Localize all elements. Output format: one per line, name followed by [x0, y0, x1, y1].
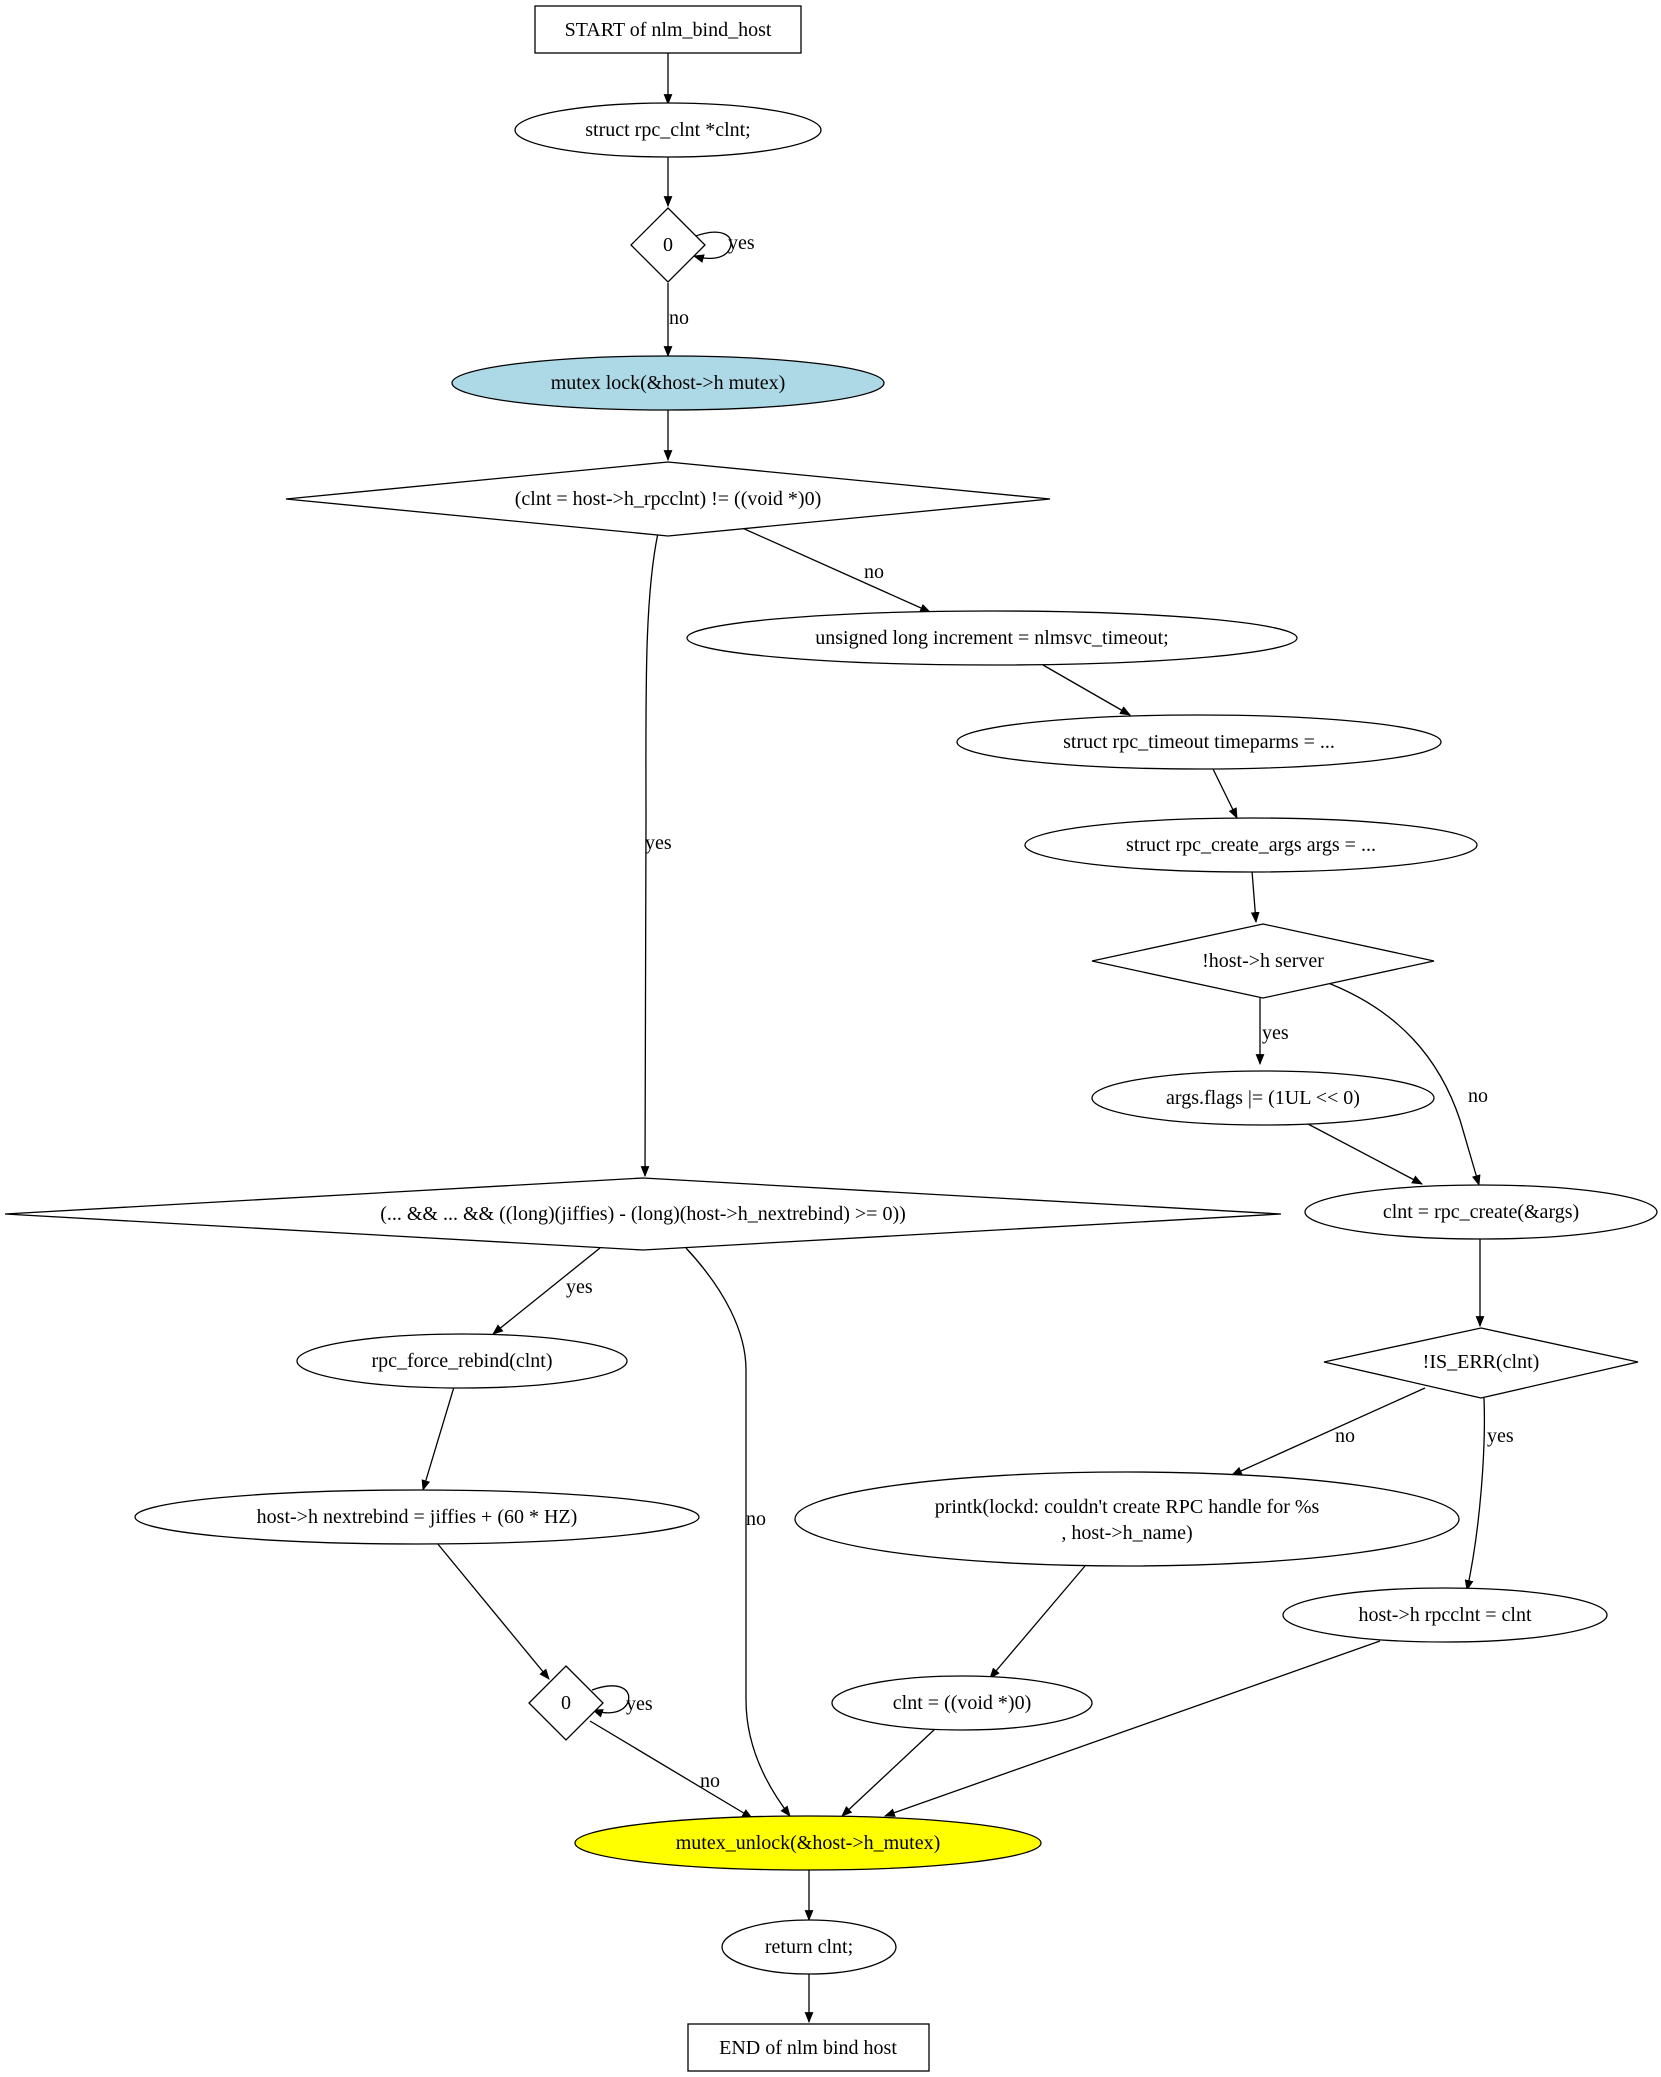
- end-node-label: END of nlm bind host: [719, 2037, 897, 2059]
- edge-rpcclnt-no: [739, 526, 932, 613]
- edge-force-to-nextrebind: [421, 1386, 455, 1492]
- cond-is-err-node: !IS_ERR(clnt): [1323, 1327, 1639, 1399]
- edge-timeparms-to-create-args: [1212, 768, 1238, 819]
- label-rebind-yes: yes: [566, 1276, 593, 1298]
- label-is-err-yes: yes: [1487, 1425, 1514, 1447]
- cond-zero-bottom-node: 0: [528, 1665, 604, 1741]
- edge-zero-bottom-to-unlock: [589, 1720, 753, 1819]
- create-args-node: struct rpc_create_args args = ...: [1024, 817, 1478, 873]
- printk-label-line2: , host->h_name): [1061, 1522, 1192, 1544]
- edge-zero-top-self-loop: [692, 231, 732, 263]
- label-server-no: no: [1468, 1085, 1488, 1107]
- mutex-unlock-label: mutex_unlock(&host->h_mutex): [676, 1832, 941, 1854]
- cond-zero-top-label: 0: [663, 234, 673, 256]
- label-zero-top-yes: yes: [728, 232, 755, 254]
- nextrebind-node: host->h nextrebind = jiffies + (60 * HZ): [134, 1489, 700, 1545]
- edge-nextrebind-to-zero-bottom: [436, 1542, 550, 1680]
- label-rpcclnt-yes: yes: [645, 832, 672, 854]
- edge-labels: yes no no yes yes no no yes yes no yes n…: [566, 232, 1514, 1792]
- timeparms-node: struct rpc_timeout timeparms = ...: [956, 714, 1442, 770]
- end-node: END of nlm bind host: [687, 2023, 930, 2072]
- force-rebind-node: rpc_force_rebind(clnt): [296, 1333, 628, 1389]
- start-node-label: START of nlm_bind_host: [565, 19, 772, 41]
- assign-rpcclnt-label: host->h rpcclnt = clnt: [1358, 1604, 1532, 1626]
- label-rpcclnt-no: no: [864, 561, 884, 583]
- cond-rebind-label: (... && ... && ((long)(jiffies) - (long)…: [380, 1203, 906, 1225]
- cond-zero-bottom-label: 0: [561, 1692, 571, 1714]
- cond-server-node: !host->h server: [1091, 923, 1435, 999]
- edge-server-no: [1322, 980, 1481, 1187]
- increment-node: unsigned long increment = nlmsvc_timeout…: [686, 610, 1298, 666]
- label-zero-bottom-no: no: [700, 1770, 720, 1792]
- clnt-null-node: clnt = ((void *)0): [831, 1675, 1093, 1731]
- mutex-lock-label: mutex lock(&host->h mutex): [551, 372, 786, 394]
- cond-zero-top-node: 0: [630, 207, 706, 283]
- printk-label-line1: printk(lockd: couldn't create RPC handle…: [935, 1496, 1320, 1518]
- rpc-create-node: clnt = rpc_create(&args): [1304, 1184, 1658, 1240]
- cond-rpcclnt-label: (clnt = host->h_rpcclnt) != ((void *)0): [515, 488, 822, 510]
- edge-null-to-unlock: [841, 1728, 936, 1817]
- edge-rebind-yes: [492, 1247, 601, 1335]
- rpc-create-label: clnt = rpc_create(&args): [1383, 1201, 1579, 1223]
- decl-clnt-label: struct rpc_clnt *clnt;: [585, 119, 751, 141]
- cond-rebind-node: (... && ... && ((long)(jiffies) - (long)…: [4, 1177, 1282, 1251]
- edge-rebind-no: [685, 1247, 791, 1817]
- mutex-unlock-node: mutex_unlock(&host->h_mutex): [574, 1815, 1042, 1871]
- label-server-yes: yes: [1262, 1022, 1289, 1044]
- return-clnt-node: return clnt;: [721, 1919, 897, 1975]
- edge-rpcclnt-yes: [640, 532, 659, 1178]
- cond-rpcclnt-node: (clnt = host->h_rpcclnt) != ((void *)0): [285, 461, 1051, 537]
- force-rebind-label: rpc_force_rebind(clnt): [371, 1350, 552, 1372]
- edges: [421, 53, 1486, 2024]
- clnt-null-label: clnt = ((void *)0): [893, 1692, 1031, 1714]
- assign-rpcclnt-node: host->h rpcclnt = clnt: [1282, 1587, 1608, 1643]
- start-node: START of nlm_bind_host: [534, 5, 802, 54]
- edge-assign-to-unlock: [883, 1640, 1381, 1817]
- edge-zero-bottom-self-loop: [591, 1685, 630, 1718]
- edge-flags-to-create: [1307, 1123, 1423, 1185]
- return-clnt-label: return clnt;: [765, 1936, 853, 1958]
- label-zero-top-no: no: [669, 307, 689, 329]
- label-is-err-no: no: [1335, 1425, 1355, 1447]
- timeparms-label: struct rpc_timeout timeparms = ...: [1063, 731, 1335, 753]
- args-flags-label: args.flags |= (1UL << 0): [1166, 1087, 1360, 1109]
- edge-is-err-yes: [1464, 1397, 1486, 1592]
- label-zero-bottom-yes: yes: [626, 1693, 653, 1715]
- decl-clnt-node: struct rpc_clnt *clnt;: [514, 102, 822, 158]
- edge-create-args-to-server: [1250, 870, 1260, 924]
- nextrebind-label: host->h nextrebind = jiffies + (60 * HZ): [257, 1506, 578, 1528]
- cond-is-err-label: !IS_ERR(clnt): [1423, 1351, 1540, 1373]
- label-rebind-no: no: [746, 1508, 766, 1530]
- edge-is-err-no: [1230, 1387, 1426, 1476]
- create-args-label: struct rpc_create_args args = ...: [1126, 834, 1376, 856]
- args-flags-node: args.flags |= (1UL << 0): [1091, 1070, 1435, 1126]
- increment-label: unsigned long increment = nlmsvc_timeout…: [815, 627, 1168, 649]
- edge-printk-to-null: [989, 1565, 1086, 1679]
- printk-node: printk(lockd: couldn't create RPC handle…: [794, 1471, 1460, 1567]
- cond-server-label: !host->h server: [1202, 950, 1324, 972]
- mutex-lock-node: mutex lock(&host->h mutex): [451, 355, 885, 411]
- edge-increment-to-timeparms: [1042, 664, 1131, 716]
- nodes: START of nlm_bind_host struct rpc_clnt *…: [4, 5, 1658, 2072]
